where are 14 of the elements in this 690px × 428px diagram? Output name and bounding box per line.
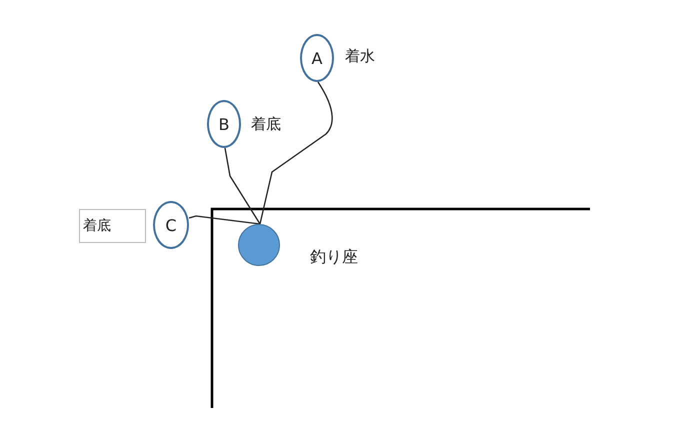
- callout-letter: B: [218, 114, 230, 134]
- text-box: 着底: [79, 209, 146, 243]
- area-label: 釣り座: [310, 247, 358, 268]
- leader-line: [224, 148, 261, 224]
- leader-line: [259, 82, 333, 224]
- callout-letter: C: [165, 216, 177, 234]
- leader-line: [188, 215, 260, 225]
- fishing-spot-circle: [238, 224, 280, 266]
- callout-ellipse: [207, 100, 241, 148]
- callout-letter: A: [312, 48, 322, 68]
- callout-ellipse: [153, 201, 189, 249]
- callout-label: 着水: [345, 47, 375, 66]
- callout-ellipse: [300, 34, 334, 82]
- callout-label: 着底: [251, 115, 281, 134]
